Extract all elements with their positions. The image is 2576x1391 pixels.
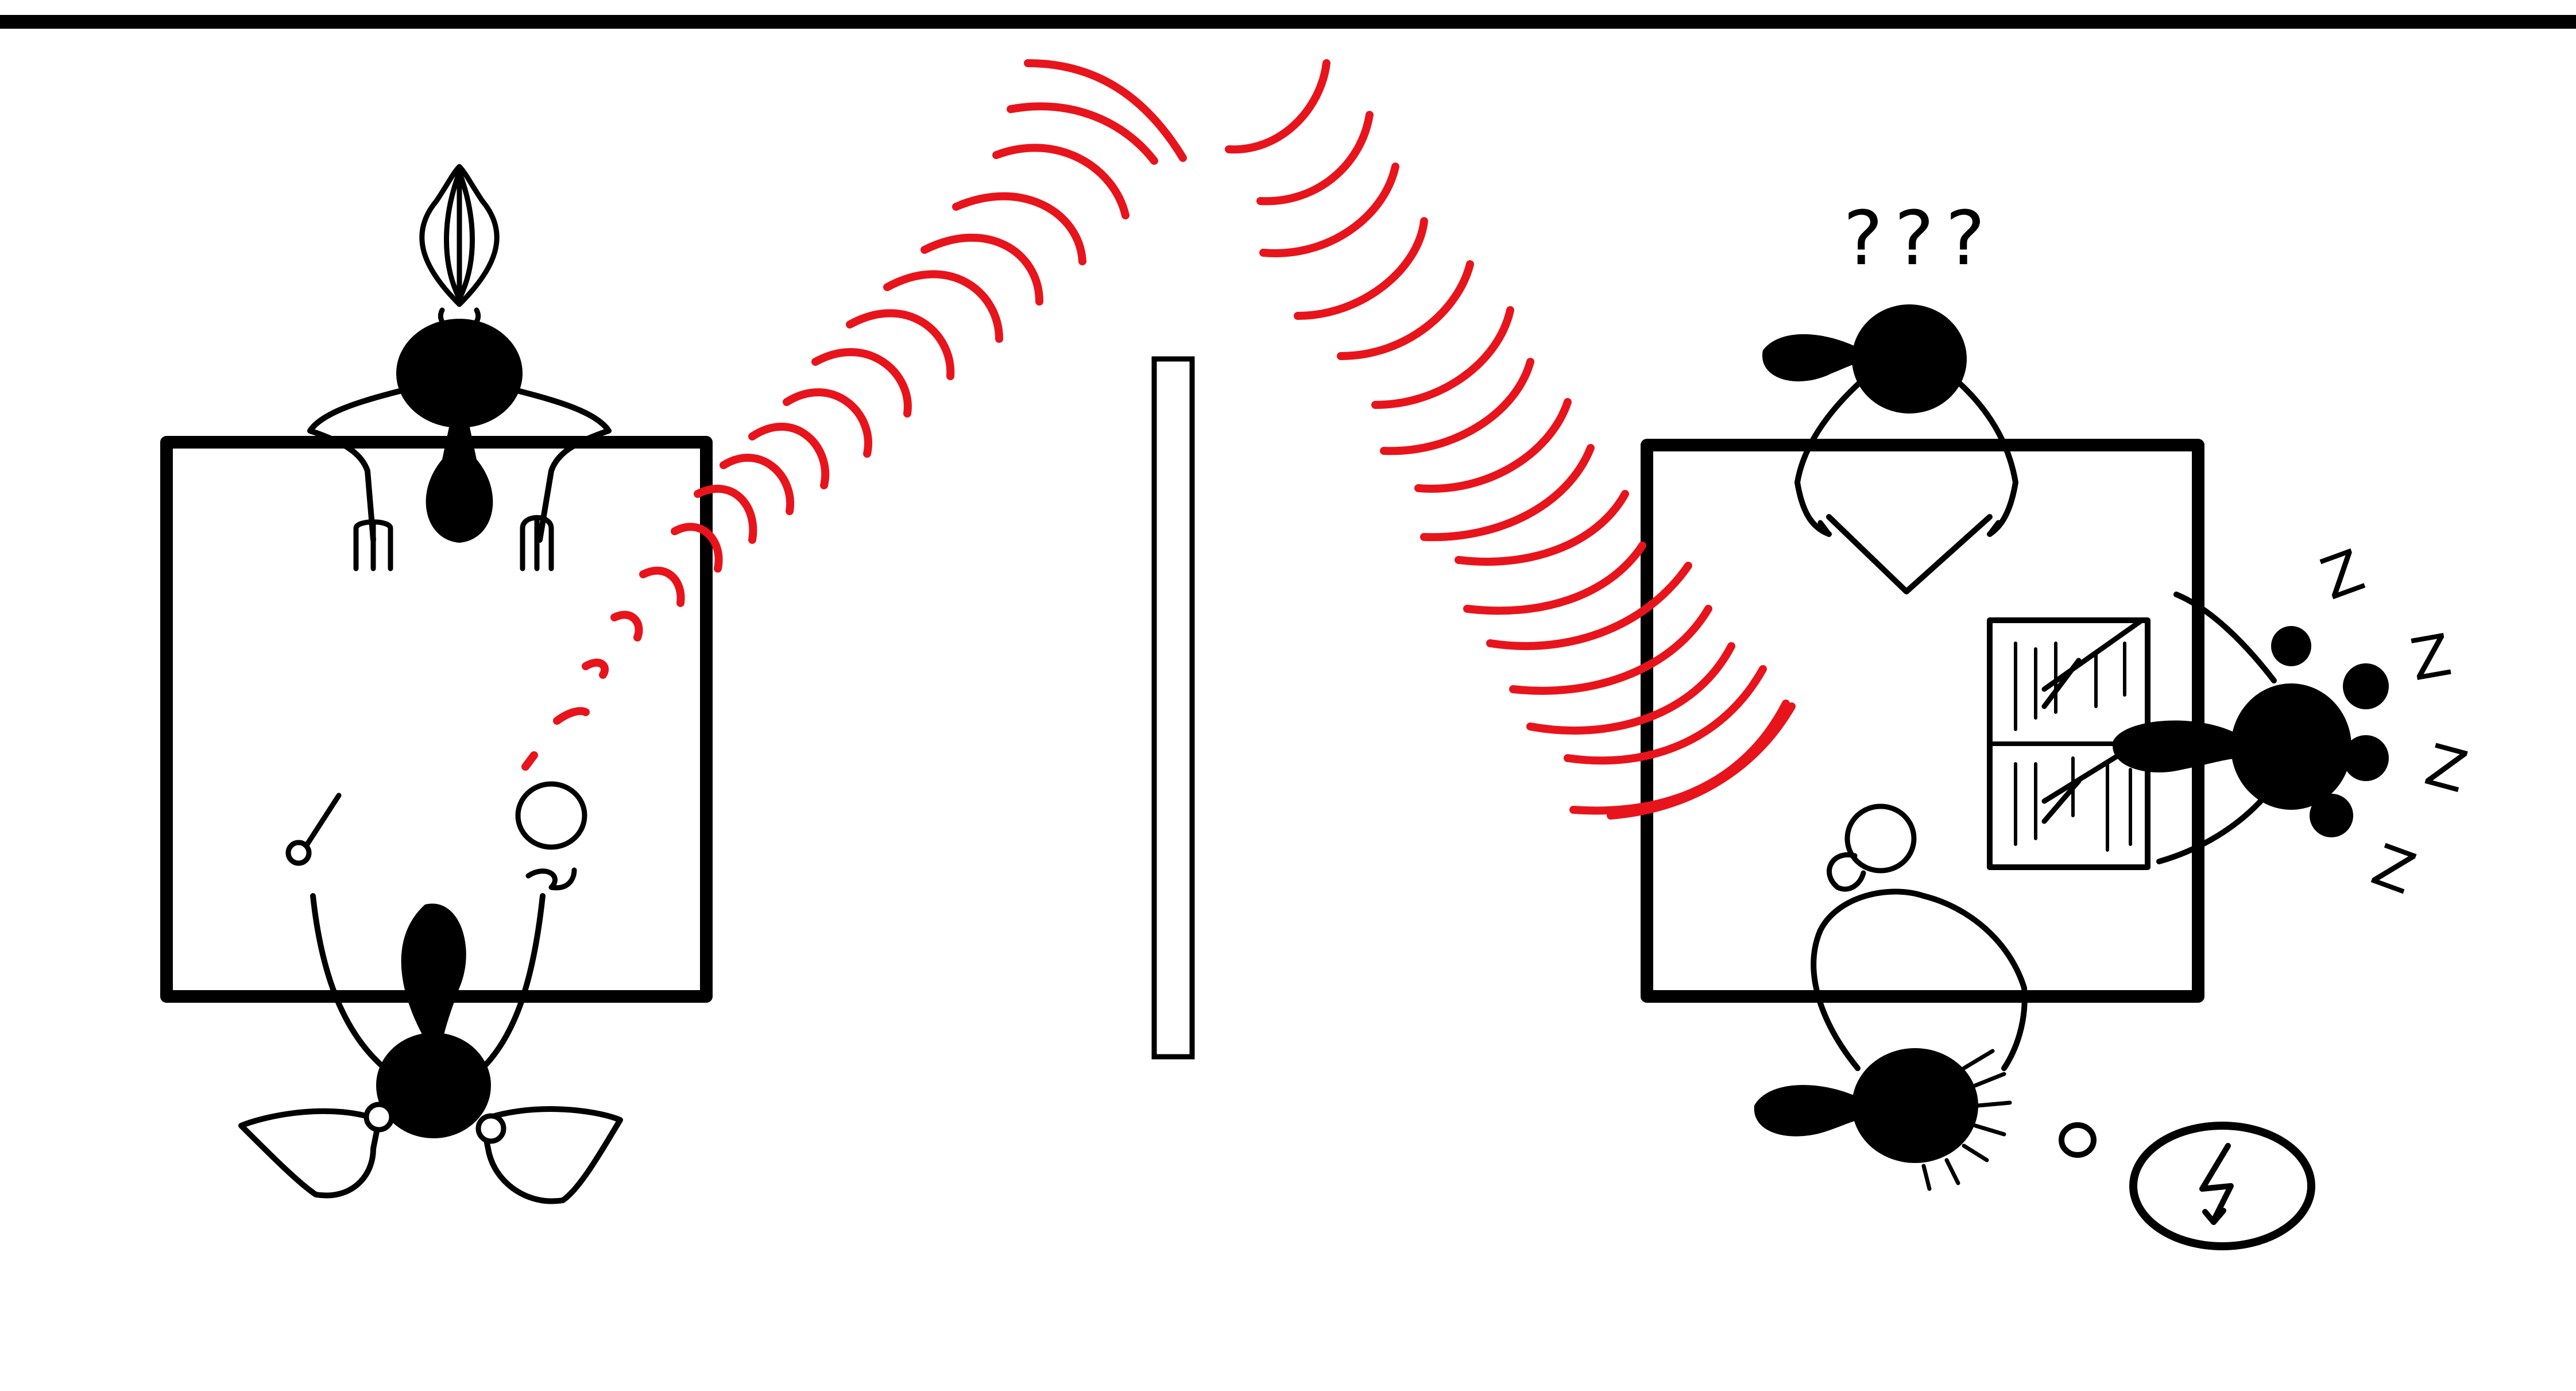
snore-z-4: Z	[2364, 831, 2423, 907]
fork-icon	[520, 515, 554, 571]
fork-icon	[353, 519, 393, 571]
left-sleeve	[238, 1108, 382, 1199]
right-bottom-diner	[1754, 803, 2315, 1250]
hair-tuft	[401, 903, 466, 1042]
tie	[426, 419, 493, 543]
glass-icon	[1844, 803, 1917, 874]
thought-bubble-small	[2059, 1122, 2097, 1158]
spiky-hair	[1921, 1049, 2012, 1191]
left-bottom-diner	[238, 781, 623, 1204]
lightning-bolt-icon	[2199, 1143, 2234, 1225]
snore-z-3: Z	[2419, 731, 2474, 806]
head	[1852, 1048, 1978, 1163]
snore-z-1: Z	[2312, 536, 2372, 613]
glass-icon	[285, 840, 312, 866]
glass-icon	[515, 781, 587, 850]
left-arm	[307, 388, 405, 543]
right-side-diner: Z Z Z Z	[1987, 536, 2474, 907]
head	[396, 319, 523, 428]
partition-wall	[1151, 356, 1195, 1060]
onion-icon	[419, 164, 500, 307]
head	[1852, 304, 1967, 414]
hair-tuft	[1762, 334, 1866, 382]
snore-z-2: Z	[2406, 621, 2457, 694]
top-border-line	[0, 15, 2576, 29]
right-table	[1641, 439, 2204, 1003]
head	[376, 1033, 491, 1138]
thought-bubble	[2129, 1122, 2315, 1250]
right-sleeve	[479, 1106, 623, 1204]
sound-waves	[521, 59, 1796, 820]
question-marks: ???	[1843, 195, 1997, 282]
left-top-diner	[307, 164, 612, 571]
right-arm	[514, 388, 612, 543]
right-top-diner: ???	[1762, 195, 2018, 594]
hair-tuft	[1754, 1085, 1863, 1137]
hair-tuft	[2113, 720, 2242, 772]
head	[2231, 683, 2351, 810]
